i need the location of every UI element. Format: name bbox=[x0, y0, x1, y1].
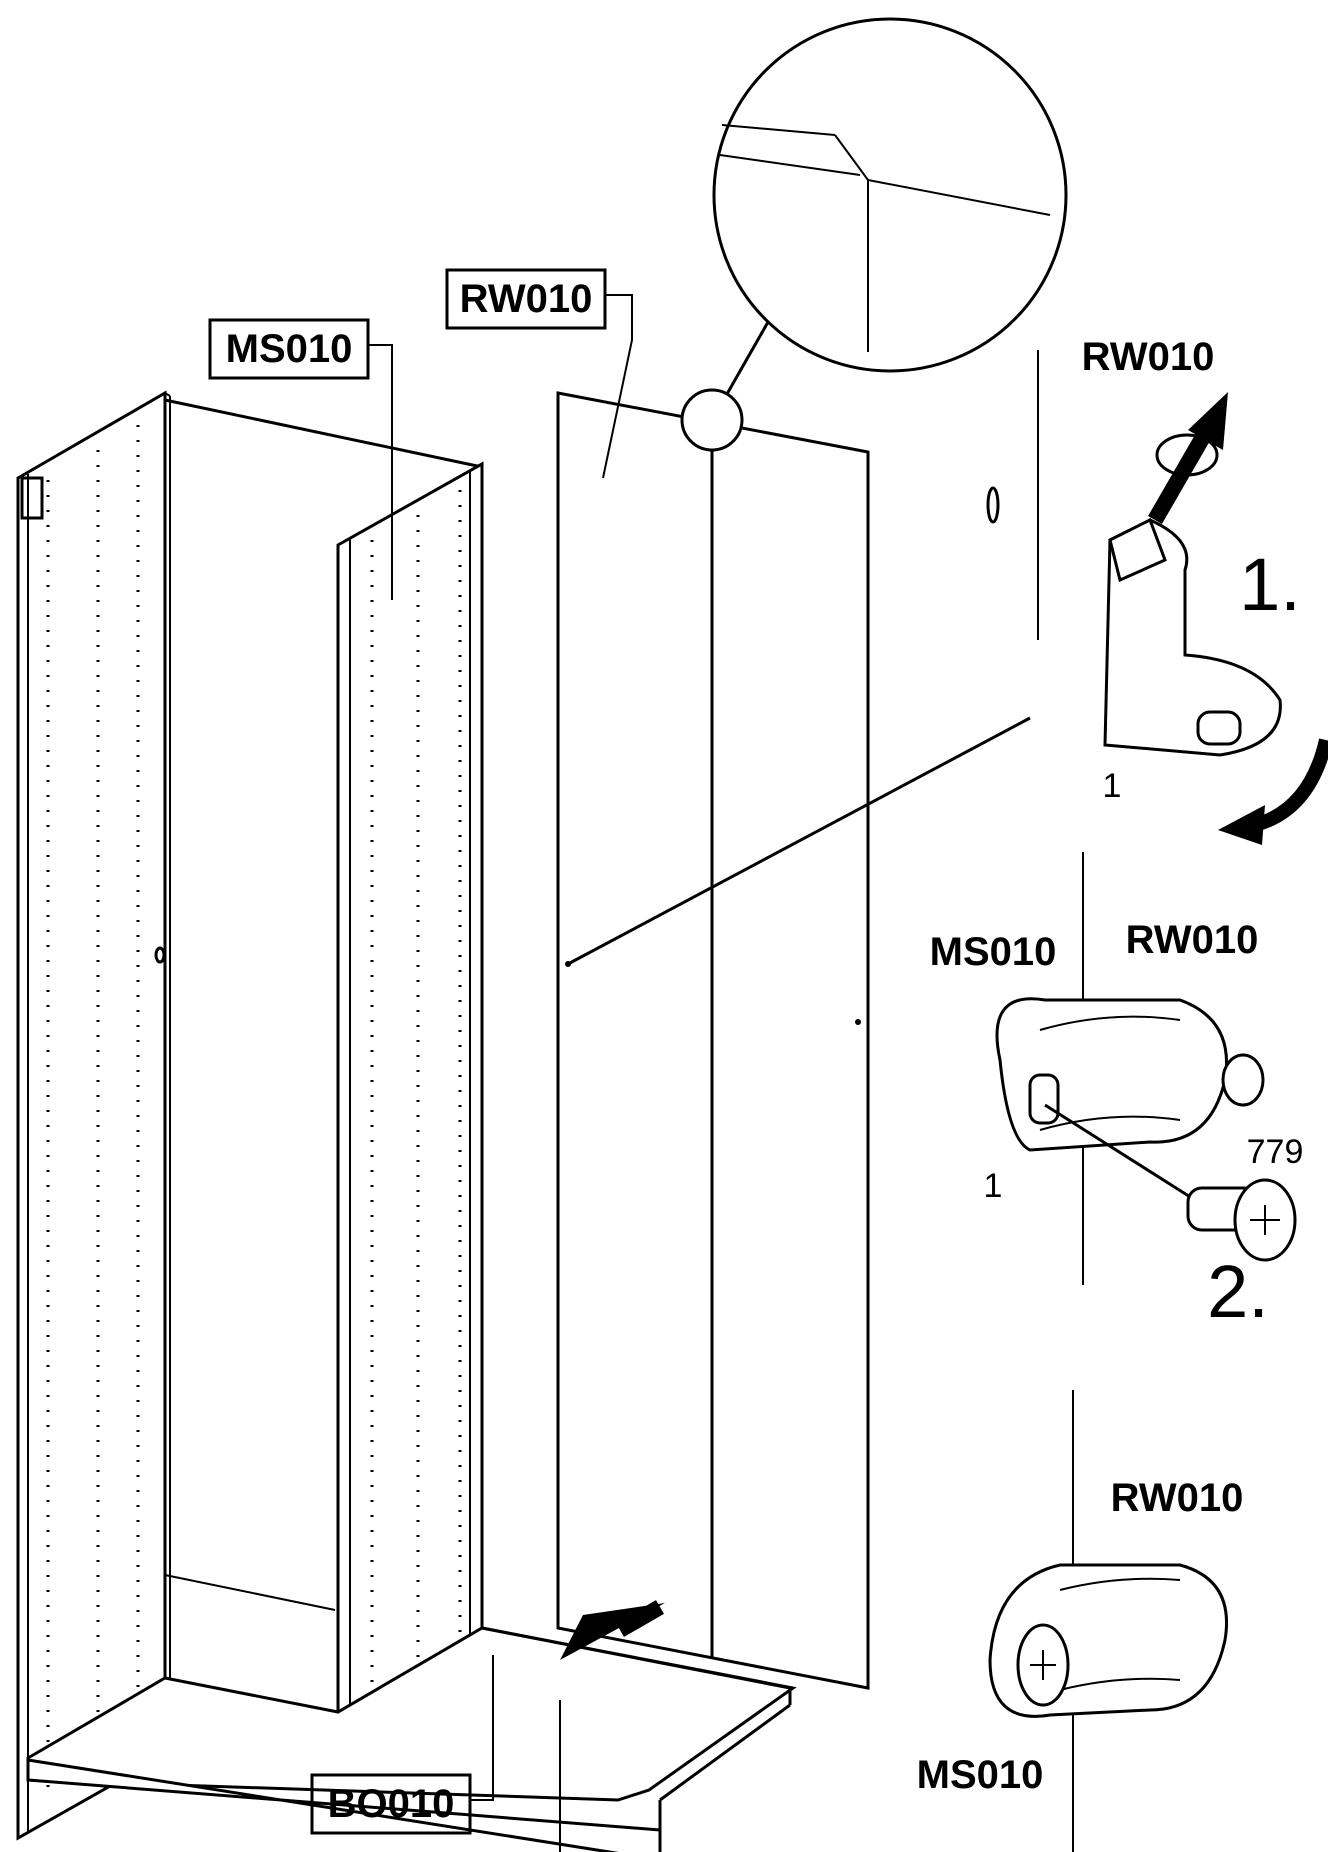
curved-arrow-icon bbox=[1218, 738, 1328, 845]
magnifier-circle-icon bbox=[680, 17, 1068, 452]
svg-text:RW010: RW010 bbox=[460, 277, 593, 321]
detail-step3: RW010 MS010 bbox=[917, 1390, 1244, 1852]
cabinet-carcass bbox=[16, 390, 484, 1841]
svg-text:779: 779 bbox=[1247, 1133, 1304, 1171]
svg-text:MS010: MS010 bbox=[930, 930, 1057, 974]
svg-text:RW010: RW010 bbox=[1111, 1476, 1244, 1520]
svg-text:MS010: MS010 bbox=[226, 327, 353, 371]
bottom-board bbox=[26, 1626, 797, 1852]
svg-text:1: 1 bbox=[1103, 767, 1122, 805]
arrow-up-right-icon bbox=[1148, 392, 1228, 525]
back-panel bbox=[556, 391, 1031, 1690]
svg-text:1.: 1. bbox=[1239, 543, 1301, 626]
svg-text:MS010: MS010 bbox=[917, 1753, 1044, 1797]
svg-text:RW010: RW010 bbox=[1126, 918, 1259, 962]
label-back-panel: RW010 bbox=[445, 268, 633, 479]
label-side-panel: MS010 bbox=[208, 318, 393, 600]
svg-text:BO010: BO010 bbox=[328, 1782, 455, 1826]
label-bottom-board: BO010 bbox=[310, 1655, 494, 1835]
svg-text:2.: 2. bbox=[1207, 1250, 1269, 1333]
svg-text:1: 1 bbox=[984, 1167, 1003, 1205]
screw-icon bbox=[1186, 1178, 1297, 1262]
detail-step2: MS010 RW010 1 779 2. bbox=[930, 852, 1304, 1333]
svg-text:RW010: RW010 bbox=[1082, 335, 1215, 379]
detail-step1: RW010 1 1. bbox=[986, 335, 1328, 845]
